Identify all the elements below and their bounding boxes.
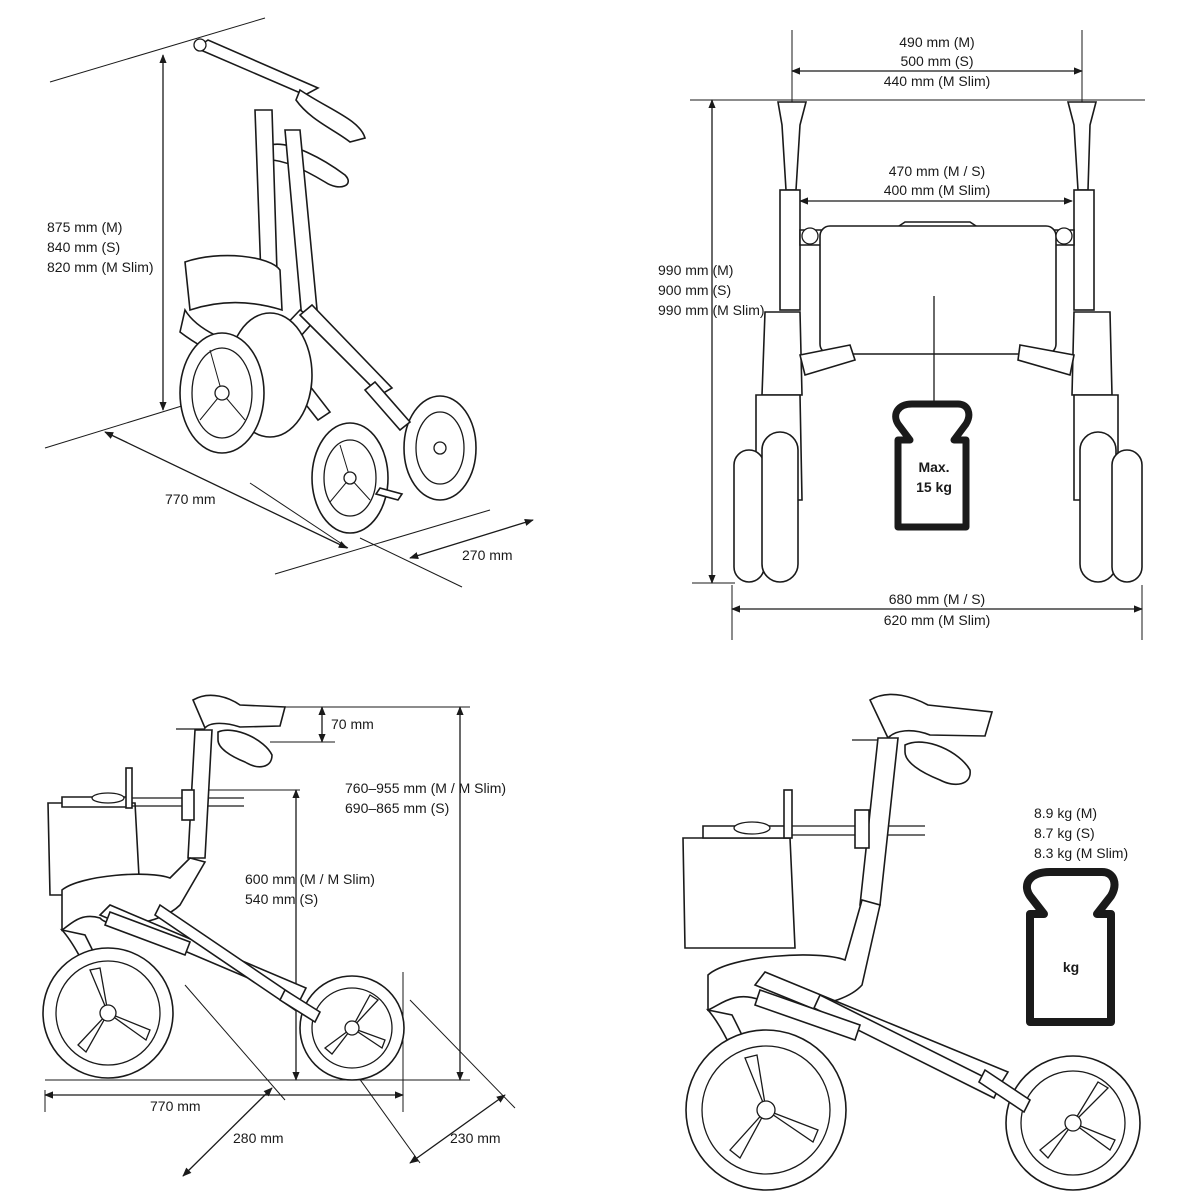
handle-drop-label: 70 mm — [331, 716, 374, 732]
front-depth-dimension-line — [182, 1087, 273, 1177]
height-label-mslim: 820 mm (M Slim) — [47, 259, 154, 275]
weight-view: kg 8.9 kg (M) 8.7 kg (S) 8.3 kg (M Slim) — [682, 693, 1141, 1191]
seat-height-label-s: 540 mm (S) — [245, 891, 318, 907]
handle-width-label-s: 500 mm (S) — [900, 53, 973, 69]
height-label-s: 840 mm (S) — [47, 239, 120, 255]
rollator-perspective-drawing — [179, 38, 477, 534]
rollator-side-drawing — [42, 694, 405, 1081]
front-height-label-m: 990 mm (M) — [658, 262, 733, 278]
front-height-label-s: 900 mm (S) — [658, 282, 731, 298]
front-height-label-mslim: 990 mm (M Slim) — [658, 302, 765, 318]
weight-label-mslim: 8.3 kg (M Slim) — [1034, 845, 1128, 861]
max-load-weight-icon — [892, 400, 973, 531]
handle-height-label-s: 690–865 mm (S) — [345, 800, 449, 816]
side-view: 70 mm 760–955 mm (M / M Slim) 690–865 mm… — [42, 694, 516, 1177]
rollator-front-drawing — [733, 101, 1143, 583]
handle-height-label-m: 760–955 mm (M / M Slim) — [345, 780, 506, 796]
weight-icon — [1022, 868, 1119, 1026]
length-label: 770 mm — [165, 491, 216, 507]
depth-label: 270 mm — [462, 547, 513, 563]
rear-depth-label: 230 mm — [450, 1130, 501, 1146]
length-dimension-line — [104, 431, 348, 549]
base-width-label-ms: 680 mm (M / S) — [889, 591, 985, 607]
depth-dimension-line — [409, 518, 534, 560]
handle-width-label-m: 490 mm (M) — [899, 34, 974, 50]
weight-label-s: 8.7 kg (S) — [1034, 825, 1095, 841]
max-load-value: 15 kg — [916, 479, 952, 495]
base-width-label-mslim: 620 mm (M Slim) — [884, 612, 991, 628]
perspective-view: 875 mm (M) 840 mm (S) 820 mm (M Slim) 77… — [44, 17, 534, 588]
rear-depth-dimension-line — [409, 1094, 506, 1164]
handle-width-label-mslim: 440 mm (M Slim) — [884, 73, 991, 89]
front-depth-label: 280 mm — [233, 1130, 284, 1146]
rollator-side-drawing-large — [682, 693, 1141, 1191]
height-label-m: 875 mm (M) — [47, 219, 122, 235]
front-view: Max. 15 kg 490 mm (M) 500 mm (S) 440 mm … — [658, 30, 1145, 640]
side-length-label: 770 mm — [150, 1098, 201, 1114]
weight-unit-label: kg — [1063, 959, 1079, 975]
inner-width-label-ms: 470 mm (M / S) — [889, 163, 985, 179]
inner-width-label-mslim: 400 mm (M Slim) — [884, 182, 991, 198]
max-load-label: Max. — [918, 459, 949, 475]
seat-height-label-m: 600 mm (M / M Slim) — [245, 871, 375, 887]
weight-label-m: 8.9 kg (M) — [1034, 805, 1097, 821]
